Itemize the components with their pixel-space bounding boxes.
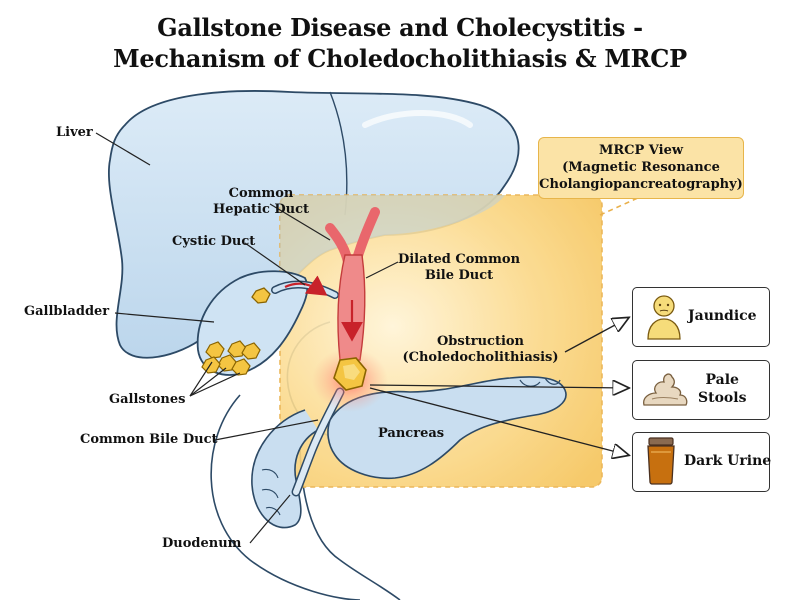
pale-line1: Pale [705, 372, 739, 388]
symptom-label-pale-stools: Pale Stools [698, 371, 746, 407]
duodenum-folds [261, 468, 281, 516]
label-obstruction-line1: Obstruction [436, 334, 525, 349]
label-obstruction: Obstruction (Choledocholithiasis) [398, 334, 563, 366]
label-duodenum: Duodenum [162, 536, 242, 551]
label-common-hepatic-line2: Hepatic Duct [212, 202, 310, 217]
label-common-bile-duct: Common Bile Duct [80, 432, 218, 447]
label-common-hepatic-duct: Common Hepatic Duct [196, 186, 326, 218]
common-bile-duct-inner [293, 389, 343, 495]
mrcp-line3: Cholangiopancreatography) [539, 177, 743, 192]
mrcp-connector [599, 196, 641, 216]
leader-lines [95, 132, 399, 544]
urine-cup-icon [647, 437, 675, 485]
title-line-1: Gallstone Disease and Cholecystitis - [157, 13, 643, 42]
symptom-label-dark-urine: Dark Urine [684, 453, 772, 469]
lower-curve [210, 394, 361, 600]
flow-arrow-cystic [284, 275, 328, 296]
label-liver: Liver [56, 125, 93, 140]
label-gallstones: Gallstones [109, 392, 186, 407]
label-obstruction-line2: (Choledocholithiasis) [402, 350, 559, 365]
title-line-2: Mechanism of Choledocholithiasis & MRCP [113, 44, 687, 73]
label-common-hepatic-line1: Common [228, 186, 294, 201]
gallstones-cluster [201, 340, 261, 376]
mrcp-callout-text: MRCP View (Magnetic Resonance Cholangiop… [538, 142, 744, 193]
pale-stool-icon [643, 373, 688, 406]
jaundice-person-icon [647, 295, 681, 340]
obstructing-stone-facet [343, 364, 360, 380]
label-gallbladder: Gallbladder [24, 304, 110, 319]
symptom-label-jaundice: Jaundice [688, 308, 757, 324]
cystic-stone [251, 287, 271, 304]
pancreas-shape [327, 376, 567, 480]
label-dilated-cbd: Dilated Common Bile Duct [394, 252, 524, 284]
label-cystic-duct: Cystic Duct [172, 234, 256, 249]
page-title: Gallstone Disease and Cholecystitis - Me… [0, 12, 800, 74]
pale-line2: Stools [698, 390, 747, 406]
label-dilated-line2: Bile Duct [424, 268, 494, 283]
mrcp-line1: MRCP View [598, 143, 684, 158]
mrcp-line2: (Magnetic Resonance [562, 160, 720, 175]
symptom-arrows [369, 318, 628, 455]
mrcp-callout-box [538, 137, 744, 199]
duodenum-shape [251, 409, 319, 529]
label-dilated-line1: Dilated Common [397, 252, 521, 267]
liver-highlight [362, 110, 473, 128]
label-pancreas: Pancreas [378, 426, 445, 441]
liver-overlay [280, 195, 505, 288]
